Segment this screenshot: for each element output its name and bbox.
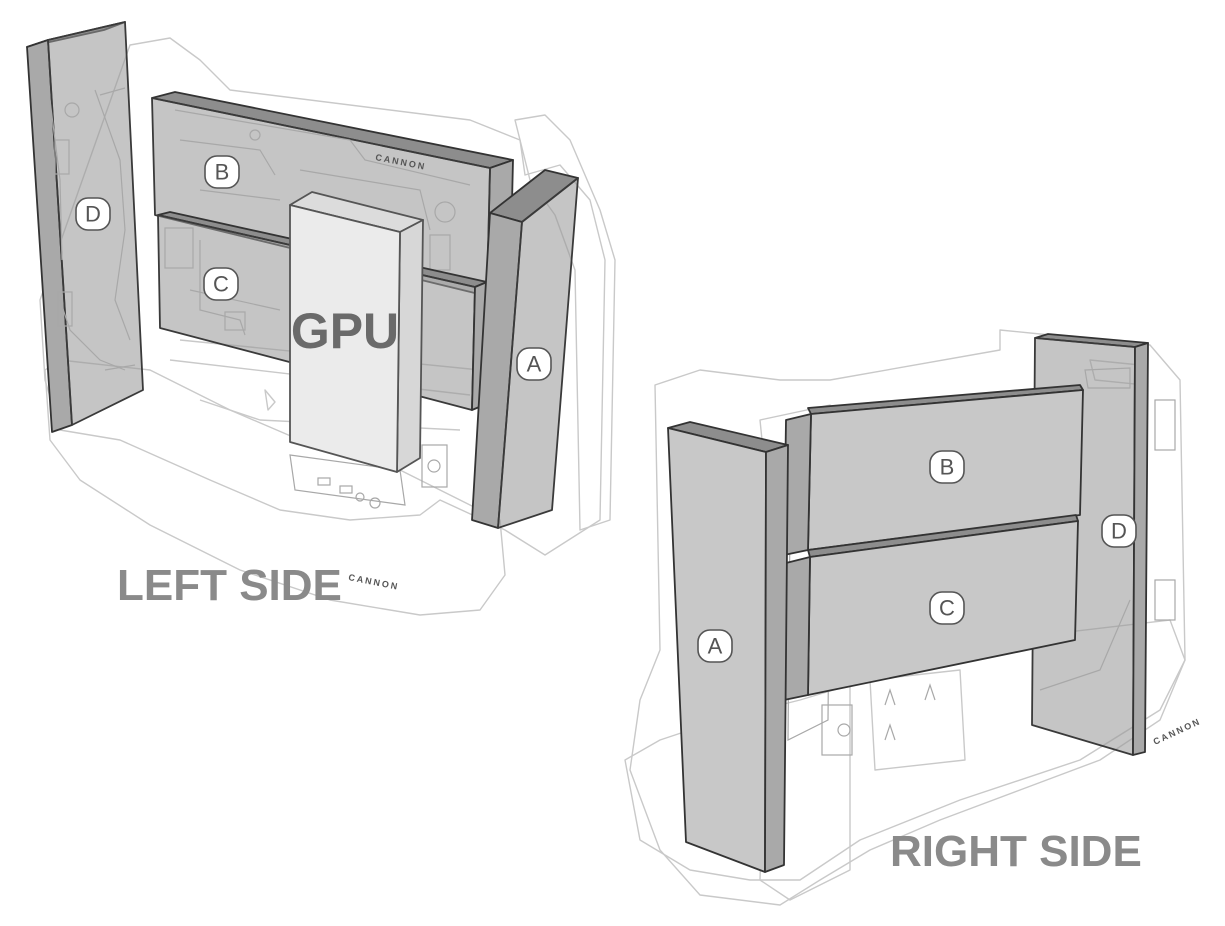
svg-text:D: D <box>1111 519 1127 544</box>
left-badge-a: A <box>516 347 552 381</box>
left-chassis-outline <box>39 37 616 616</box>
svg-text:D: D <box>85 202 101 227</box>
left-badge-c: C <box>203 267 239 301</box>
svg-text:A: A <box>708 634 723 659</box>
right-badge-b: B <box>929 450 965 484</box>
left-brand-front: CANNON <box>348 572 400 592</box>
right-badge-a: A <box>697 629 733 663</box>
svg-text:A: A <box>527 352 542 377</box>
right-side-title: RIGHT SIDE <box>890 827 1142 876</box>
left-badge-b: B <box>204 155 240 189</box>
left-gpu-block: GPU <box>289 191 424 473</box>
svg-text:C: C <box>213 272 229 297</box>
left-badge-d: D <box>75 197 111 231</box>
right-badge-c: C <box>929 591 965 625</box>
right-badge-d: D <box>1101 514 1137 548</box>
svg-text:B: B <box>215 160 230 185</box>
right-side-view: B C D A RIGHT SIDE CANNON <box>624 329 1203 906</box>
gpu-label: GPU <box>291 303 399 359</box>
left-side-title: LEFT SIDE <box>117 561 342 610</box>
svg-text:B: B <box>940 455 955 480</box>
left-side-view: CANNON GPU <box>26 21 616 616</box>
svg-text:C: C <box>939 596 955 621</box>
